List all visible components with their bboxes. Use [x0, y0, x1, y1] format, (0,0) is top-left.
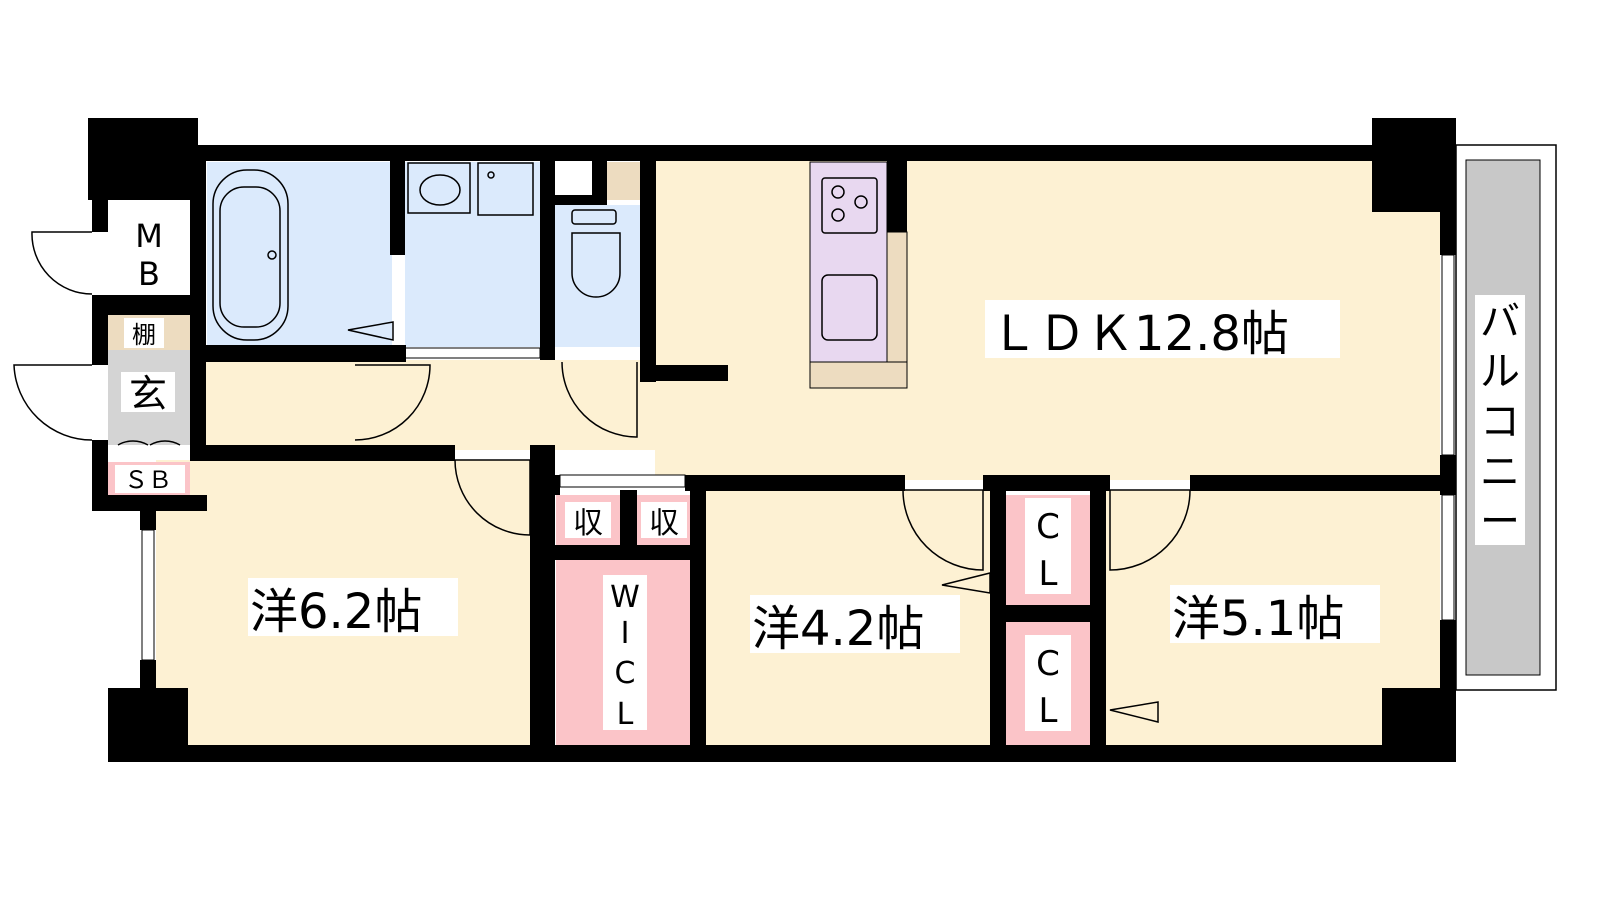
balcony-char: バ: [1480, 299, 1520, 345]
sink-icon: [407, 162, 471, 214]
fixtures: [212, 162, 878, 341]
ldk-label: ＬＤＫ12.8帖: [990, 306, 1289, 362]
shelf-area: [607, 162, 640, 200]
walls: [88, 118, 1456, 762]
shelf-label: 棚: [132, 321, 156, 349]
balcony-char: ニ: [1480, 449, 1520, 495]
wic-label: L: [617, 697, 634, 732]
balcony: [1455, 144, 1557, 691]
entrance-label: 玄: [129, 372, 167, 416]
closet-b-label: C: [1036, 644, 1060, 684]
kitchen-counter: [809, 161, 888, 363]
mb-label: B: [138, 255, 160, 293]
balcony-char: コ: [1480, 399, 1520, 445]
storage-a-label: 収: [573, 506, 603, 541]
storage-b-label: 収: [649, 506, 679, 541]
wic-label: C: [615, 656, 636, 691]
bedroom-a-label: 洋6.2帖: [250, 584, 422, 640]
washroom: [405, 162, 542, 347]
balcony-label: バ ル コ ニ ー: [1480, 299, 1520, 545]
toilet-icon: [571, 209, 621, 298]
closet-a-label: L: [1039, 554, 1058, 594]
shoe-box-label: ＳＢ: [124, 466, 172, 494]
toilet-room: [555, 205, 640, 347]
counter-top: [809, 361, 908, 389]
bathroom: [207, 162, 392, 347]
stove-icon: [821, 177, 878, 341]
bathtub-icon: [212, 169, 289, 341]
labels: ＬＤＫ12.8帖 洋6.2帖 洋4.2帖 洋5.1帖 バ ル コ ニ ー M B…: [115, 217, 1525, 732]
mb-floor: [108, 215, 190, 295]
wic-label: I: [621, 616, 630, 651]
hall-floor: [205, 360, 665, 450]
balcony-char: ー: [1480, 499, 1520, 545]
kitchen-side: [886, 231, 908, 363]
doors[interactable]: [13, 231, 1191, 723]
bedroom-b-label: 洋4.2帖: [752, 601, 924, 657]
balcony-char: ル: [1480, 349, 1520, 395]
mb-label: M: [135, 217, 163, 255]
bedroom-c-label: 洋5.1帖: [1172, 591, 1344, 647]
closet-a-label: C: [1036, 507, 1060, 547]
wic-label: W: [610, 580, 640, 615]
closet-b-label: L: [1039, 691, 1058, 731]
